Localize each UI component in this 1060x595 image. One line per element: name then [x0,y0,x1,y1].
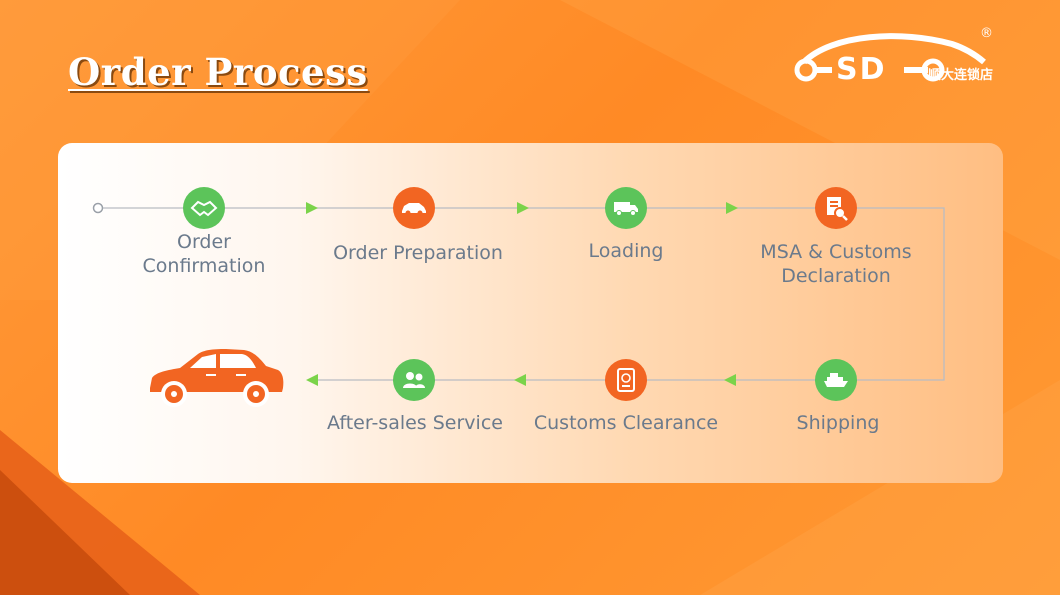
arrow-right-1 [306,202,318,214]
step-shipping: Shipping [796,412,880,434]
arrow-right-3 [726,202,738,214]
registered-mark: ® [980,26,993,41]
page-title: Order Process [68,50,368,94]
step-label-line: MSA & Customs [760,241,912,263]
step-customs-clearance: Customs Clearance [533,412,719,434]
step-order-preparation: Order Preparation [333,242,503,264]
brand-logo [794,33,986,82]
logo-letters: SD [836,52,887,87]
car-large-icon [150,349,284,407]
arrow-left-1 [724,374,736,386]
step-after-sales-service: After-sales Service [327,412,503,434]
arrow-right-2 [517,202,529,214]
step-label-line: Order [177,231,231,253]
step-msa-customs-declaration: MSA & Customs Declaration [760,240,911,288]
support-people-icon [393,359,435,401]
step-label-line: Declaration [781,265,891,287]
step-label-line: Confirmation [142,255,266,277]
car-icon [393,187,435,229]
truck-icon [605,187,647,229]
arrow-left-2 [514,374,526,386]
passport-icon [605,359,647,401]
logo-chinese-text: 顺大连锁店 [928,68,994,83]
document-search-icon [815,187,857,229]
step-loading: Loading [588,240,664,262]
step-order-confirmation: Order Confirmation [143,230,266,278]
start-node [92,202,104,214]
ship-icon [815,359,857,401]
handshake-icon [183,187,225,229]
arrow-left-3 [306,374,318,386]
